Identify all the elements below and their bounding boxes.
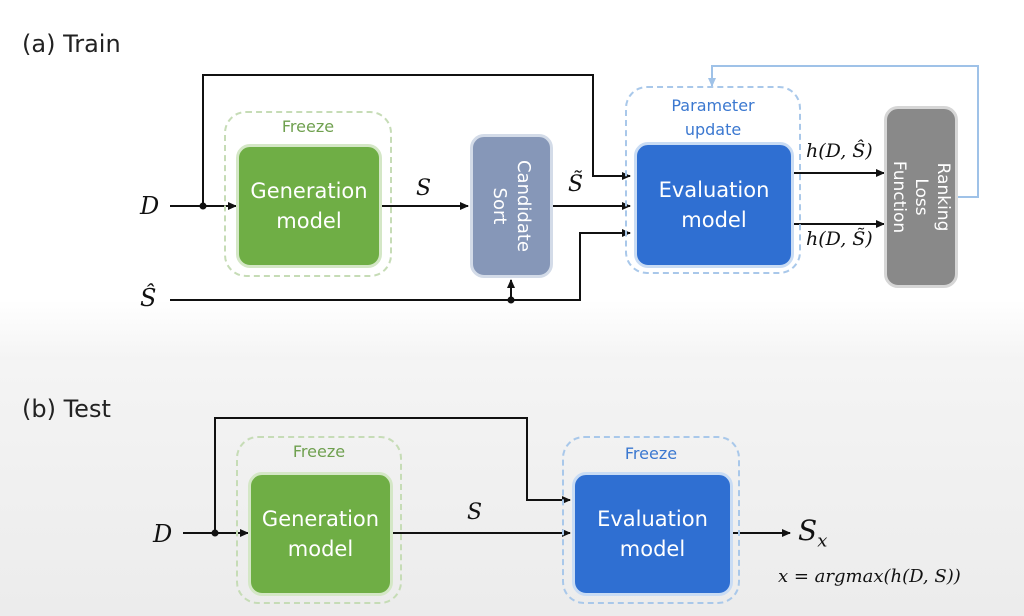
test-output-sx: Sx <box>798 514 827 552</box>
train-s-hat-line <box>170 229 631 301</box>
train-edge-s-tilde: S̃ <box>568 172 584 197</box>
test-edge-s: S <box>467 500 483 525</box>
train-candidate-sort-label: Candidate Sort <box>489 159 535 253</box>
test-generation-model-label: Generation model <box>261 507 380 561</box>
test-evaluation-model: Evaluation model <box>572 472 733 596</box>
test-d-bypass-line <box>214 417 571 533</box>
train-title: (a) Train <box>22 30 121 58</box>
test-input-d: D <box>153 520 173 548</box>
train-d-junction <box>199 202 207 210</box>
train-evaluation-model-label: Evaluation model <box>658 178 770 232</box>
test-evaluation-model-label: Evaluation model <box>597 507 708 561</box>
train-edge-s: S <box>416 176 432 201</box>
test-eval-freeze-label: Freeze <box>624 444 678 463</box>
train-evaluation-model: Evaluation model <box>634 142 794 268</box>
train-feedback-line <box>708 65 979 198</box>
train-out-h-hat: h(D, Ŝ) <box>806 140 873 162</box>
train-ranking-loss: Ranking Loss Function <box>884 106 958 288</box>
test-eval-freeze-frame: Freeze <box>562 436 740 604</box>
test-output-sx-text: Sx <box>798 514 828 552</box>
train-input-s-hat: Ŝ <box>140 284 157 312</box>
test-d-junction <box>211 529 219 537</box>
train-input-d: D <box>140 192 160 220</box>
test-formula: x = argmax(h(D, S)) <box>778 566 961 587</box>
test-generation-model: Generation model <box>248 472 393 596</box>
train-param-update-frame: Parameter update <box>625 86 801 274</box>
train-freeze-label: Freeze <box>281 117 335 136</box>
train-out-h-tilde: h(D, S̃) <box>806 228 873 250</box>
test-title: (b) Test <box>22 395 111 423</box>
train-generation-model-label: Generation model <box>250 179 368 233</box>
test-output-subscript: x <box>817 530 828 552</box>
train-ranking-loss-label: Ranking Loss Function <box>889 160 953 234</box>
test-gen-freeze-frame: Freeze <box>236 436 402 604</box>
test-gen-freeze-label: Freeze <box>292 442 346 461</box>
train-candidate-sort: Candidate Sort <box>470 134 553 278</box>
train-d-bypass-line <box>202 74 631 206</box>
train-s-hat-junction <box>507 296 515 304</box>
train-freeze-frame: Freeze <box>224 111 392 277</box>
train-param-update-label: Parameter update <box>671 96 755 139</box>
train-generation-model: Generation model <box>236 144 382 268</box>
